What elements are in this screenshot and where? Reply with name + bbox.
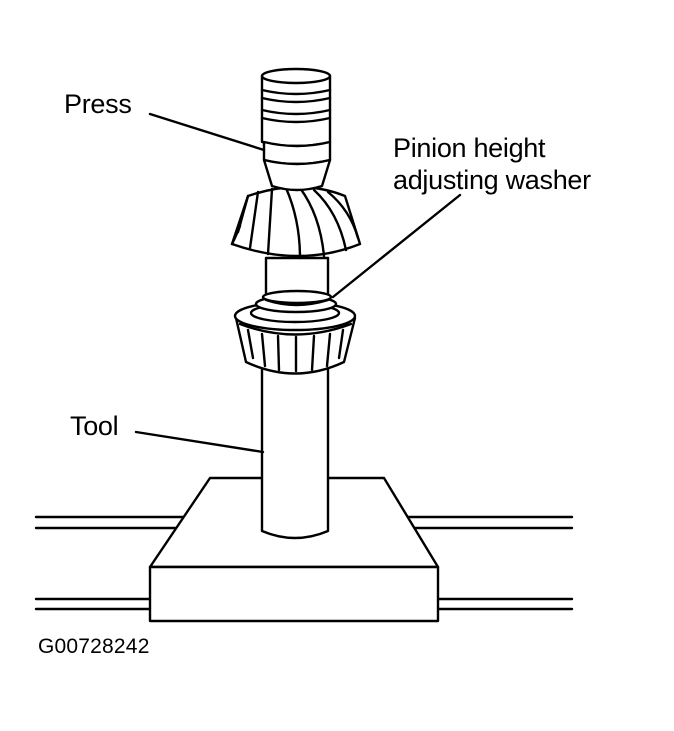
tool-cylinder [260,364,330,540]
figure-identifier: G00728242 [38,635,150,658]
base-plate [148,476,440,623]
press-leader [148,112,266,152]
tool-leader [134,430,265,454]
adjusting-washer-label: Pinion height adjusting washer [393,132,591,196]
tapered-roller-bearing [233,294,357,375]
press-label: Press [64,89,132,119]
adjusting-washer-label-line2: adjusting washer [393,165,591,195]
adjusting-washer [261,289,333,305]
washer-leader [331,193,462,299]
tool-label: Tool [70,411,119,441]
leader-lines [134,112,462,454]
adjusting-washer-label-line1: Pinion height [393,133,546,163]
pinion-gear [230,185,362,260]
press-ram [260,67,332,192]
